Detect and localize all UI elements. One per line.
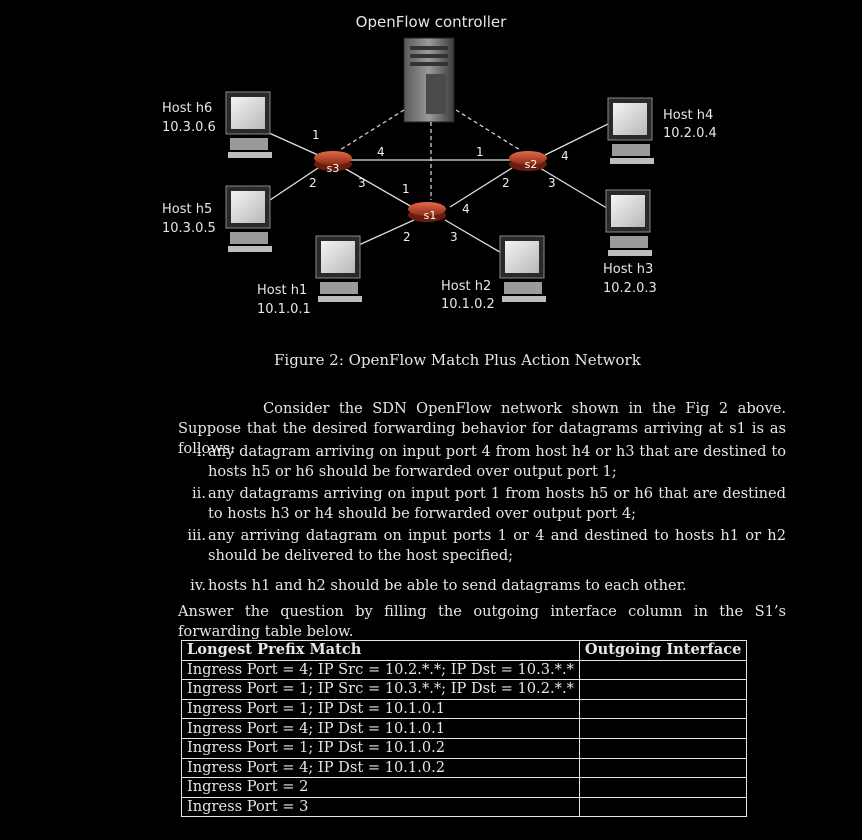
list-item-number: i. bbox=[197, 442, 206, 462]
controller-server-icon bbox=[404, 38, 454, 122]
control-links bbox=[340, 110, 520, 200]
question-text: Answer the question by filling the outgo… bbox=[178, 602, 786, 642]
outgoing-interface-cell[interactable] bbox=[579, 699, 747, 719]
match-cell: Ingress Port = 1; IP Src = 10.3.*.*; IP … bbox=[182, 680, 580, 700]
host-h2-name: Host h2 bbox=[441, 279, 491, 294]
list-item-text: any datagram arriving on input port 4 fr… bbox=[208, 442, 786, 482]
s2-port-4: 4 bbox=[561, 149, 569, 163]
table-row: Ingress Port = 4; IP Dst = 10.1.0.1 bbox=[182, 719, 747, 739]
table-row: Ingress Port = 1; IP Dst = 10.1.0.1 bbox=[182, 699, 747, 719]
outgoing-interface-cell[interactable] bbox=[579, 660, 747, 680]
list-item: ii. any datagrams arriving on input port… bbox=[178, 484, 786, 524]
table-row: Ingress Port = 1; IP Dst = 10.1.0.2 bbox=[182, 738, 747, 758]
switch-s1-icon: s1 bbox=[408, 202, 446, 222]
s1-port-2: 2 bbox=[403, 230, 411, 244]
host-h1-computer-icon bbox=[316, 236, 362, 302]
list-item-number: ii. bbox=[192, 484, 206, 504]
s1-port-3: 3 bbox=[450, 230, 458, 244]
match-cell: Ingress Port = 4; IP Dst = 10.1.0.2 bbox=[182, 758, 580, 778]
list-item-text: hosts h1 and h2 should be able to send d… bbox=[208, 576, 786, 596]
host-h5-ip: 10.3.0.5 bbox=[162, 221, 216, 236]
switch-s2-label: s2 bbox=[525, 158, 538, 171]
outgoing-interface-cell[interactable] bbox=[579, 738, 747, 758]
list-item: iv. hosts h1 and h2 should be able to se… bbox=[178, 576, 786, 596]
s1-port-4: 4 bbox=[462, 202, 470, 216]
host-h3-computer-icon bbox=[606, 190, 652, 256]
host-h2-ip: 10.1.0.2 bbox=[441, 297, 495, 312]
header-longest-prefix-match: Longest Prefix Match bbox=[182, 641, 580, 661]
match-cell: Ingress Port = 4; IP Src = 10.2.*.*; IP … bbox=[182, 660, 580, 680]
list-item-text: any datagrams arriving on input port 1 f… bbox=[208, 484, 786, 524]
host-h1-ip: 10.1.0.1 bbox=[257, 302, 311, 317]
table-row: Ingress Port = 2 bbox=[182, 778, 747, 798]
host-h6-computer-icon bbox=[226, 92, 272, 158]
outgoing-interface-cell[interactable] bbox=[579, 719, 747, 739]
match-cell: Ingress Port = 1; IP Dst = 10.1.0.1 bbox=[182, 699, 580, 719]
s3-port-1: 1 bbox=[312, 128, 320, 142]
host-h4-computer-icon bbox=[608, 98, 654, 164]
list-item: i. any datagram arriving on input port 4… bbox=[178, 442, 786, 482]
switch-s3-label: s3 bbox=[327, 162, 340, 175]
table-row: Ingress Port = 3 bbox=[182, 797, 747, 817]
outgoing-interface-cell[interactable] bbox=[579, 797, 747, 817]
table-header-row: Longest Prefix Match Outgoing Interface bbox=[182, 641, 747, 661]
data-links bbox=[258, 122, 612, 258]
outgoing-interface-cell[interactable] bbox=[579, 680, 747, 700]
host-h6-name: Host h6 bbox=[162, 101, 212, 116]
s3-port-4: 4 bbox=[377, 145, 385, 159]
host-h2-computer-icon bbox=[500, 236, 546, 302]
header-outgoing-interface: Outgoing Interface bbox=[579, 641, 747, 661]
host-h5-name: Host h5 bbox=[162, 202, 212, 217]
s3-port-3: 3 bbox=[358, 176, 366, 190]
host-h4-name: Host h4 bbox=[663, 108, 713, 123]
s2-port-3: 3 bbox=[548, 176, 556, 190]
match-cell: Ingress Port = 4; IP Dst = 10.1.0.1 bbox=[182, 719, 580, 739]
openflow-network-figure: OpenFlow controller s3 s2 s1 bbox=[0, 0, 862, 345]
match-cell: Ingress Port = 1; IP Dst = 10.1.0.2 bbox=[182, 738, 580, 758]
host-h1-name: Host h1 bbox=[257, 283, 307, 298]
s2-port-1: 1 bbox=[476, 145, 484, 159]
list-item-number: iii. bbox=[187, 526, 206, 546]
s1-port-1: 1 bbox=[402, 182, 410, 196]
host-h3-ip: 10.2.0.3 bbox=[603, 281, 657, 296]
s2-port-2: 2 bbox=[502, 176, 510, 190]
match-cell: Ingress Port = 3 bbox=[182, 797, 580, 817]
match-cell: Ingress Port = 2 bbox=[182, 778, 580, 798]
host-h6-ip: 10.3.0.6 bbox=[162, 120, 216, 135]
outgoing-interface-cell[interactable] bbox=[579, 758, 747, 778]
controller-label: OpenFlow controller bbox=[356, 13, 507, 31]
table-row: Ingress Port = 4; IP Dst = 10.1.0.2 bbox=[182, 758, 747, 778]
table-row: Ingress Port = 1; IP Src = 10.3.*.*; IP … bbox=[182, 680, 747, 700]
forwarding-table: Longest Prefix Match Outgoing Interface … bbox=[181, 640, 747, 817]
table-row: Ingress Port = 4; IP Src = 10.2.*.*; IP … bbox=[182, 660, 747, 680]
switch-s1-label: s1 bbox=[424, 209, 437, 222]
host-h4-ip: 10.2.0.4 bbox=[663, 126, 717, 141]
host-h5-computer-icon bbox=[226, 186, 272, 252]
host-h3-name: Host h3 bbox=[603, 262, 653, 277]
s3-port-2: 2 bbox=[309, 176, 317, 190]
outgoing-interface-cell[interactable] bbox=[579, 778, 747, 798]
list-item-number: iv. bbox=[190, 576, 206, 596]
switch-s3-icon: s3 bbox=[314, 151, 352, 175]
switch-s2-icon: s2 bbox=[509, 151, 547, 171]
list-item-text: any arriving datagram on input ports 1 o… bbox=[208, 526, 786, 566]
figure-caption: Figure 2: OpenFlow Match Plus Action Net… bbox=[274, 351, 641, 369]
list-item: iii. any arriving datagram on input port… bbox=[178, 526, 786, 566]
